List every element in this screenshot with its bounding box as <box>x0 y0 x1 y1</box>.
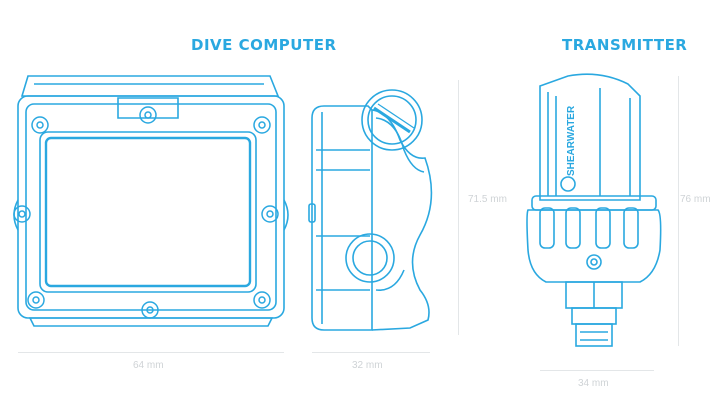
screw-mid-right <box>261 205 279 223</box>
screw-mid-left <box>13 205 31 223</box>
front-width-dimension-line <box>18 352 284 353</box>
transmitter-brand-text: SHEARWATER <box>566 105 577 176</box>
front-width-label: 64 mm <box>133 360 164 371</box>
transmitter-title: TRANSMITTER <box>562 36 688 54</box>
screw-top-right <box>253 116 271 134</box>
side-height-label: 71.5 mm <box>468 194 507 205</box>
side-width-label: 32 mm <box>352 360 383 371</box>
side-width-dimension-line <box>312 352 430 353</box>
screw-top-left <box>31 116 49 134</box>
transmitter-width-dimension-line <box>540 370 654 371</box>
transmitter-width-label: 34 mm <box>578 378 609 389</box>
transmitter-height-dimension-line <box>678 76 679 346</box>
screw-group <box>13 106 279 319</box>
dive-computer-title: DIVE COMPUTER <box>191 36 337 54</box>
shearwater-logo-icon <box>560 176 576 192</box>
screw-top-center <box>139 106 157 124</box>
screw-bottom-right <box>253 291 271 309</box>
transmitter-height-label: 76 mm <box>680 194 711 205</box>
screw-bottom-center <box>141 301 159 319</box>
side-height-dimension-line <box>458 80 459 335</box>
screw-bottom-left <box>27 291 45 309</box>
